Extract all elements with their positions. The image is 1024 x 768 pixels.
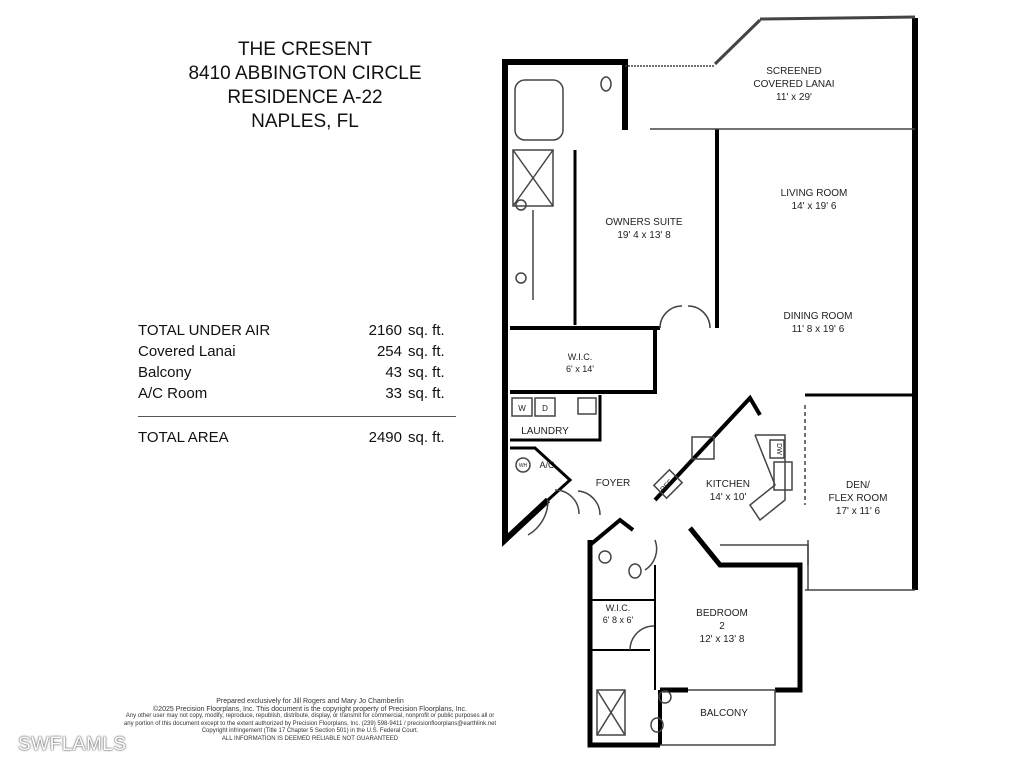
room-bedroom2-name: 2 (719, 621, 725, 632)
room-balcony-name: BALCONY (700, 708, 748, 719)
title-line: THE CRESENT (237, 39, 373, 60)
area-value: 43 (385, 364, 402, 381)
total-label: TOTAL AREA (138, 429, 229, 446)
area-unit: sq. ft. (408, 322, 445, 339)
room-lanai-name: SCREENED (766, 66, 822, 77)
room-lanai-dims: 11' x 29' (776, 92, 812, 103)
room-den-name: DEN/ (846, 480, 870, 491)
area-unit: sq. ft. (408, 385, 445, 402)
area-value: 254 (376, 343, 402, 360)
area-row: TOTAL UNDER AIR 2160 sq. ft. (138, 320, 458, 341)
room-kitchen-name: KITCHEN (706, 479, 750, 490)
room-dining-dims: 11' 8 x 19' 6 (792, 324, 845, 335)
area-label: TOTAL UNDER AIR (138, 322, 271, 339)
footer-line: Any other user may not copy, modify, rep… (125, 713, 495, 719)
title-line: 8410 ABBINGTON CIRCLE (188, 63, 422, 84)
divider (138, 416, 456, 417)
area-label: A/C Room (138, 385, 208, 402)
room-wic2-name: W.I.C. (606, 603, 631, 613)
room-bedroom2-name: BEDROOM (696, 608, 748, 619)
area-unit: sq. ft. (408, 364, 445, 381)
water-heater-label: WH (519, 463, 528, 469)
room-living-name: LIVING ROOM (781, 188, 848, 199)
room-wic2-dims: 6' 8 x 6' (603, 615, 634, 625)
room-bedroom2-dims: 12' x 13' 8 (700, 634, 745, 645)
copyright-footer: Prepared exclusively for Jill Rogers and… (120, 698, 500, 743)
total-row: TOTAL AREA 2490 sq. ft. (138, 427, 458, 448)
screens-and-sliders (511, 15, 916, 746)
room-kitchen-dims: 14' x 10' (710, 492, 747, 503)
area-table: TOTAL UNDER AIR 2160 sq. ft. Covered Lanai… (138, 320, 458, 448)
dryer-label: D (542, 404, 548, 413)
footer-line: any portion of this document except to t… (123, 720, 497, 727)
washer-label: W (518, 404, 526, 413)
room-living-dims: 14' x 19' 6 (792, 201, 837, 212)
footer-line: Prepared exclusively for Jill Rogers and… (216, 698, 404, 705)
room-wic1-name: W.I.C. (568, 352, 593, 362)
watermark: SWFLAMLS (18, 734, 127, 755)
total-unit: sq. ft. (408, 429, 445, 446)
room-wic1-dims: 6' x 14' (566, 364, 594, 374)
area-value: 33 (385, 385, 402, 402)
room-dining-name: DINING ROOM (784, 311, 853, 322)
room-owners-dims: 19' 4 x 13' 8 (617, 230, 671, 241)
room-foyer-name: FOYER (596, 478, 630, 489)
room-den-name: FLEX ROOM (829, 493, 888, 504)
area-value: 2160 (368, 322, 402, 339)
room-labels: SCREENED COVERED LANAI 11' x 29' LIVING … (518, 66, 887, 719)
footer-line: Copyright infringement (Title 17 Chapter… (201, 728, 419, 734)
footer-line: ALL INFORMATION IS DEEMED RELIABLE NOT G… (221, 735, 399, 742)
title-line: NAPLES, FL (251, 111, 359, 132)
room-den-dims: 17' x 11' 6 (836, 506, 881, 517)
area-row: Balcony 43 sq. ft. (138, 362, 458, 383)
area-label: Balcony (138, 364, 192, 381)
dishwasher-label: DW (775, 443, 782, 455)
property-title: THE CRESENT 8410 ABBINGTON CIRCLE RESIDE… (150, 38, 460, 134)
total-value: 2490 (368, 429, 402, 446)
footer-line: ©2025 Precision Floorplans, Inc. This do… (153, 705, 467, 713)
area-row: Covered Lanai 254 sq. ft. (138, 341, 458, 362)
area-unit: sq. ft. (408, 343, 445, 360)
title-line: RESIDENCE A-22 (227, 87, 383, 108)
room-laundry-name: LAUNDRY (521, 426, 569, 437)
room-ac-name: A/C (539, 460, 555, 470)
walls (502, 18, 918, 748)
room-owners-name: OWNERS SUITE (605, 217, 683, 228)
area-row: A/C Room 33 sq. ft. (138, 383, 458, 404)
area-label: Covered Lanai (138, 343, 236, 360)
room-lanai-name: COVERED LANAI (753, 79, 834, 90)
